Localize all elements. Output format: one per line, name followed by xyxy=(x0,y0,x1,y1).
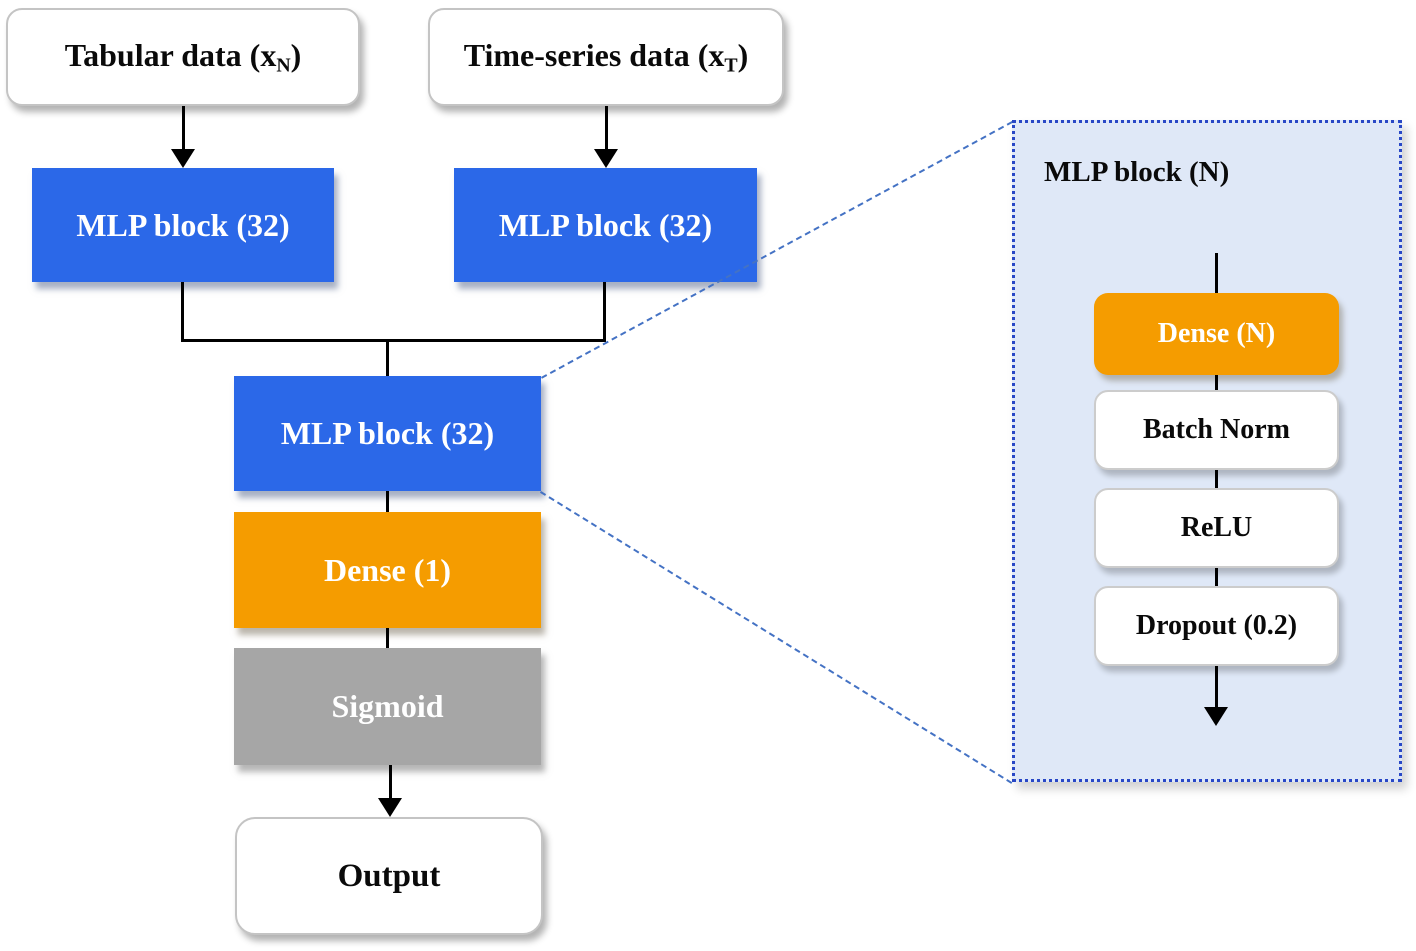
panel-layer-dropout-label: Dropout (0.2) xyxy=(1135,610,1298,641)
panel-layer-relu-label: ReLU xyxy=(1180,512,1253,543)
panel-link-dense-batchnorm xyxy=(1215,375,1218,390)
merge-connector-horizontal xyxy=(181,339,606,342)
arrow-timeseries-to-mlp xyxy=(594,106,618,168)
input-box-timeseries: Time-series data (xT) xyxy=(428,8,784,106)
merge-connector-center-vertical xyxy=(386,339,389,377)
input-tabular-label: Tabular data (xN) xyxy=(64,36,302,77)
mlp-block-fusion-label: MLP block (32) xyxy=(280,415,495,451)
sigmoid-block: Sigmoid xyxy=(234,648,541,765)
output-label: Output xyxy=(337,857,441,894)
panel-layer-dropout: Dropout (0.2) xyxy=(1094,586,1339,666)
output-box: Output xyxy=(235,817,543,935)
input-box-tabular: Tabular data (xN) xyxy=(6,8,360,106)
sigmoid-block-label: Sigmoid xyxy=(331,688,444,724)
arrow-sigmoid-to-output xyxy=(378,765,402,817)
arrow-tabular-to-mlp xyxy=(171,106,195,168)
merge-connector-right-vertical xyxy=(603,282,606,340)
panel-layer-dense: Dense (N) xyxy=(1094,293,1339,375)
panel-title: MLP block (N) xyxy=(1044,156,1230,188)
input-timeseries-label: Time-series data (xT) xyxy=(463,36,749,77)
link-fusion-to-dense xyxy=(386,491,389,512)
panel-link-relu-dropout xyxy=(1215,568,1218,586)
mlp-block-right-label: MLP block (32) xyxy=(498,206,713,243)
panel-layer-dense-label: Dense (N) xyxy=(1157,318,1276,349)
dense-block: Dense (1) xyxy=(234,512,541,628)
panel-input-line xyxy=(1215,253,1218,293)
merge-connector-left-vertical xyxy=(181,282,184,340)
mlp-block-left-label: MLP block (32) xyxy=(76,206,290,243)
link-dense-to-sigmoid xyxy=(386,628,389,648)
mlp-block-right: MLP block (32) xyxy=(454,168,757,282)
dense-block-label: Dense (1) xyxy=(323,551,452,588)
panel-layer-relu: ReLU xyxy=(1094,488,1339,568)
mlp-block-fusion: MLP block (32) xyxy=(234,376,541,491)
mlp-block-left: MLP block (32) xyxy=(32,168,334,282)
panel-output-arrow xyxy=(1204,666,1228,726)
panel-link-batchnorm-relu xyxy=(1215,470,1218,488)
panel-layer-batchnorm-label: Batch Norm xyxy=(1143,414,1290,445)
callout-line-bottom xyxy=(539,491,1013,784)
panel-layer-batchnorm: Batch Norm xyxy=(1094,390,1339,470)
